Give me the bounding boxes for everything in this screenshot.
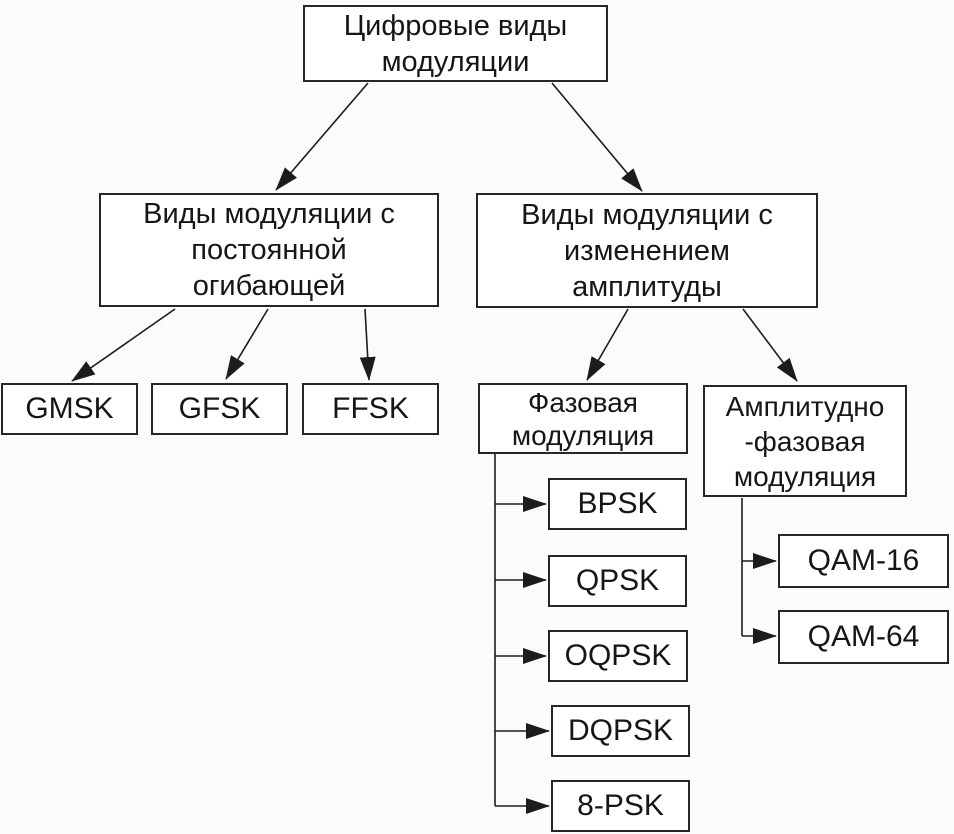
- node-root: Цифровые виды модуляции: [303, 5, 608, 82]
- node-label-line: Виды модуляции с: [521, 198, 773, 231]
- node-label-line: GMSK: [25, 392, 114, 425]
- node-label-line: -фазовая: [744, 425, 866, 457]
- node-label-line: амплитуды: [572, 270, 722, 303]
- node-qam16: QAM-16: [778, 534, 949, 588]
- node-bpsk: BPSK: [548, 478, 687, 530]
- arrow-constant-envelope-to-gfsk: [225, 308, 269, 380]
- node-phase-modulation: Фазовая модуляция: [478, 383, 688, 454]
- arrow-root-to-amplitude-change: [551, 82, 643, 192]
- node-label-line: DQPSK: [567, 714, 674, 747]
- node-gfsk: GFSK: [151, 383, 288, 435]
- node-label-line: модуляции: [381, 45, 530, 78]
- node-ffsk: FFSK: [302, 383, 439, 435]
- node-amplitude-change: Виды модуляции с изменением амплитуды: [476, 193, 818, 308]
- node-label-line: QAM-64: [807, 620, 920, 653]
- node-label-line: модуляция: [733, 460, 877, 492]
- node-gmsk: GMSK: [1, 383, 138, 435]
- node-qpsk: QPSK: [548, 555, 687, 607]
- node-qam64: QAM-64: [778, 610, 949, 664]
- node-label-line: OQPSK: [564, 639, 672, 672]
- node-label-line: QAM-16: [807, 544, 920, 577]
- node-label-line: Амплитудно: [725, 390, 885, 422]
- node-oqpsk: OQPSK: [548, 630, 688, 682]
- node-label-line: Цифровые виды: [343, 9, 568, 42]
- node-label-line: BPSK: [577, 487, 658, 520]
- arrow-constant-envelope-to-ffsk: [359, 308, 376, 381]
- arrow-constant-envelope-to-gmsk: [71, 308, 176, 382]
- node-8psk: 8-PSK: [551, 780, 690, 832]
- node-label-line: GFSK: [178, 392, 261, 425]
- node-dqpsk: DQPSK: [551, 705, 690, 757]
- node-label-line: Фазовая: [528, 386, 638, 418]
- node-label-line: FFSK: [332, 392, 409, 425]
- node-label-line: Виды модуляции с: [143, 198, 395, 230]
- arrow-root-to-constant-envelope: [275, 82, 369, 191]
- node-label-line: 8-PSK: [577, 789, 664, 822]
- node-constant-envelope: Виды модуляции с постоянной огибающей: [99, 193, 439, 307]
- arrow-amplitude-change-to-amplitude-phase: [742, 308, 798, 382]
- node-label-line: огибающей: [192, 270, 346, 302]
- node-label-line: изменением: [564, 234, 730, 267]
- node-label-line: модуляция: [511, 419, 655, 451]
- node-amplitude-phase-modulation: Амплитудно -фазовая модуляция: [703, 385, 907, 497]
- arrow-amplitude-change-to-phase: [586, 308, 629, 381]
- node-label-line: постоянной: [191, 234, 347, 266]
- node-label-line: QPSK: [575, 564, 660, 597]
